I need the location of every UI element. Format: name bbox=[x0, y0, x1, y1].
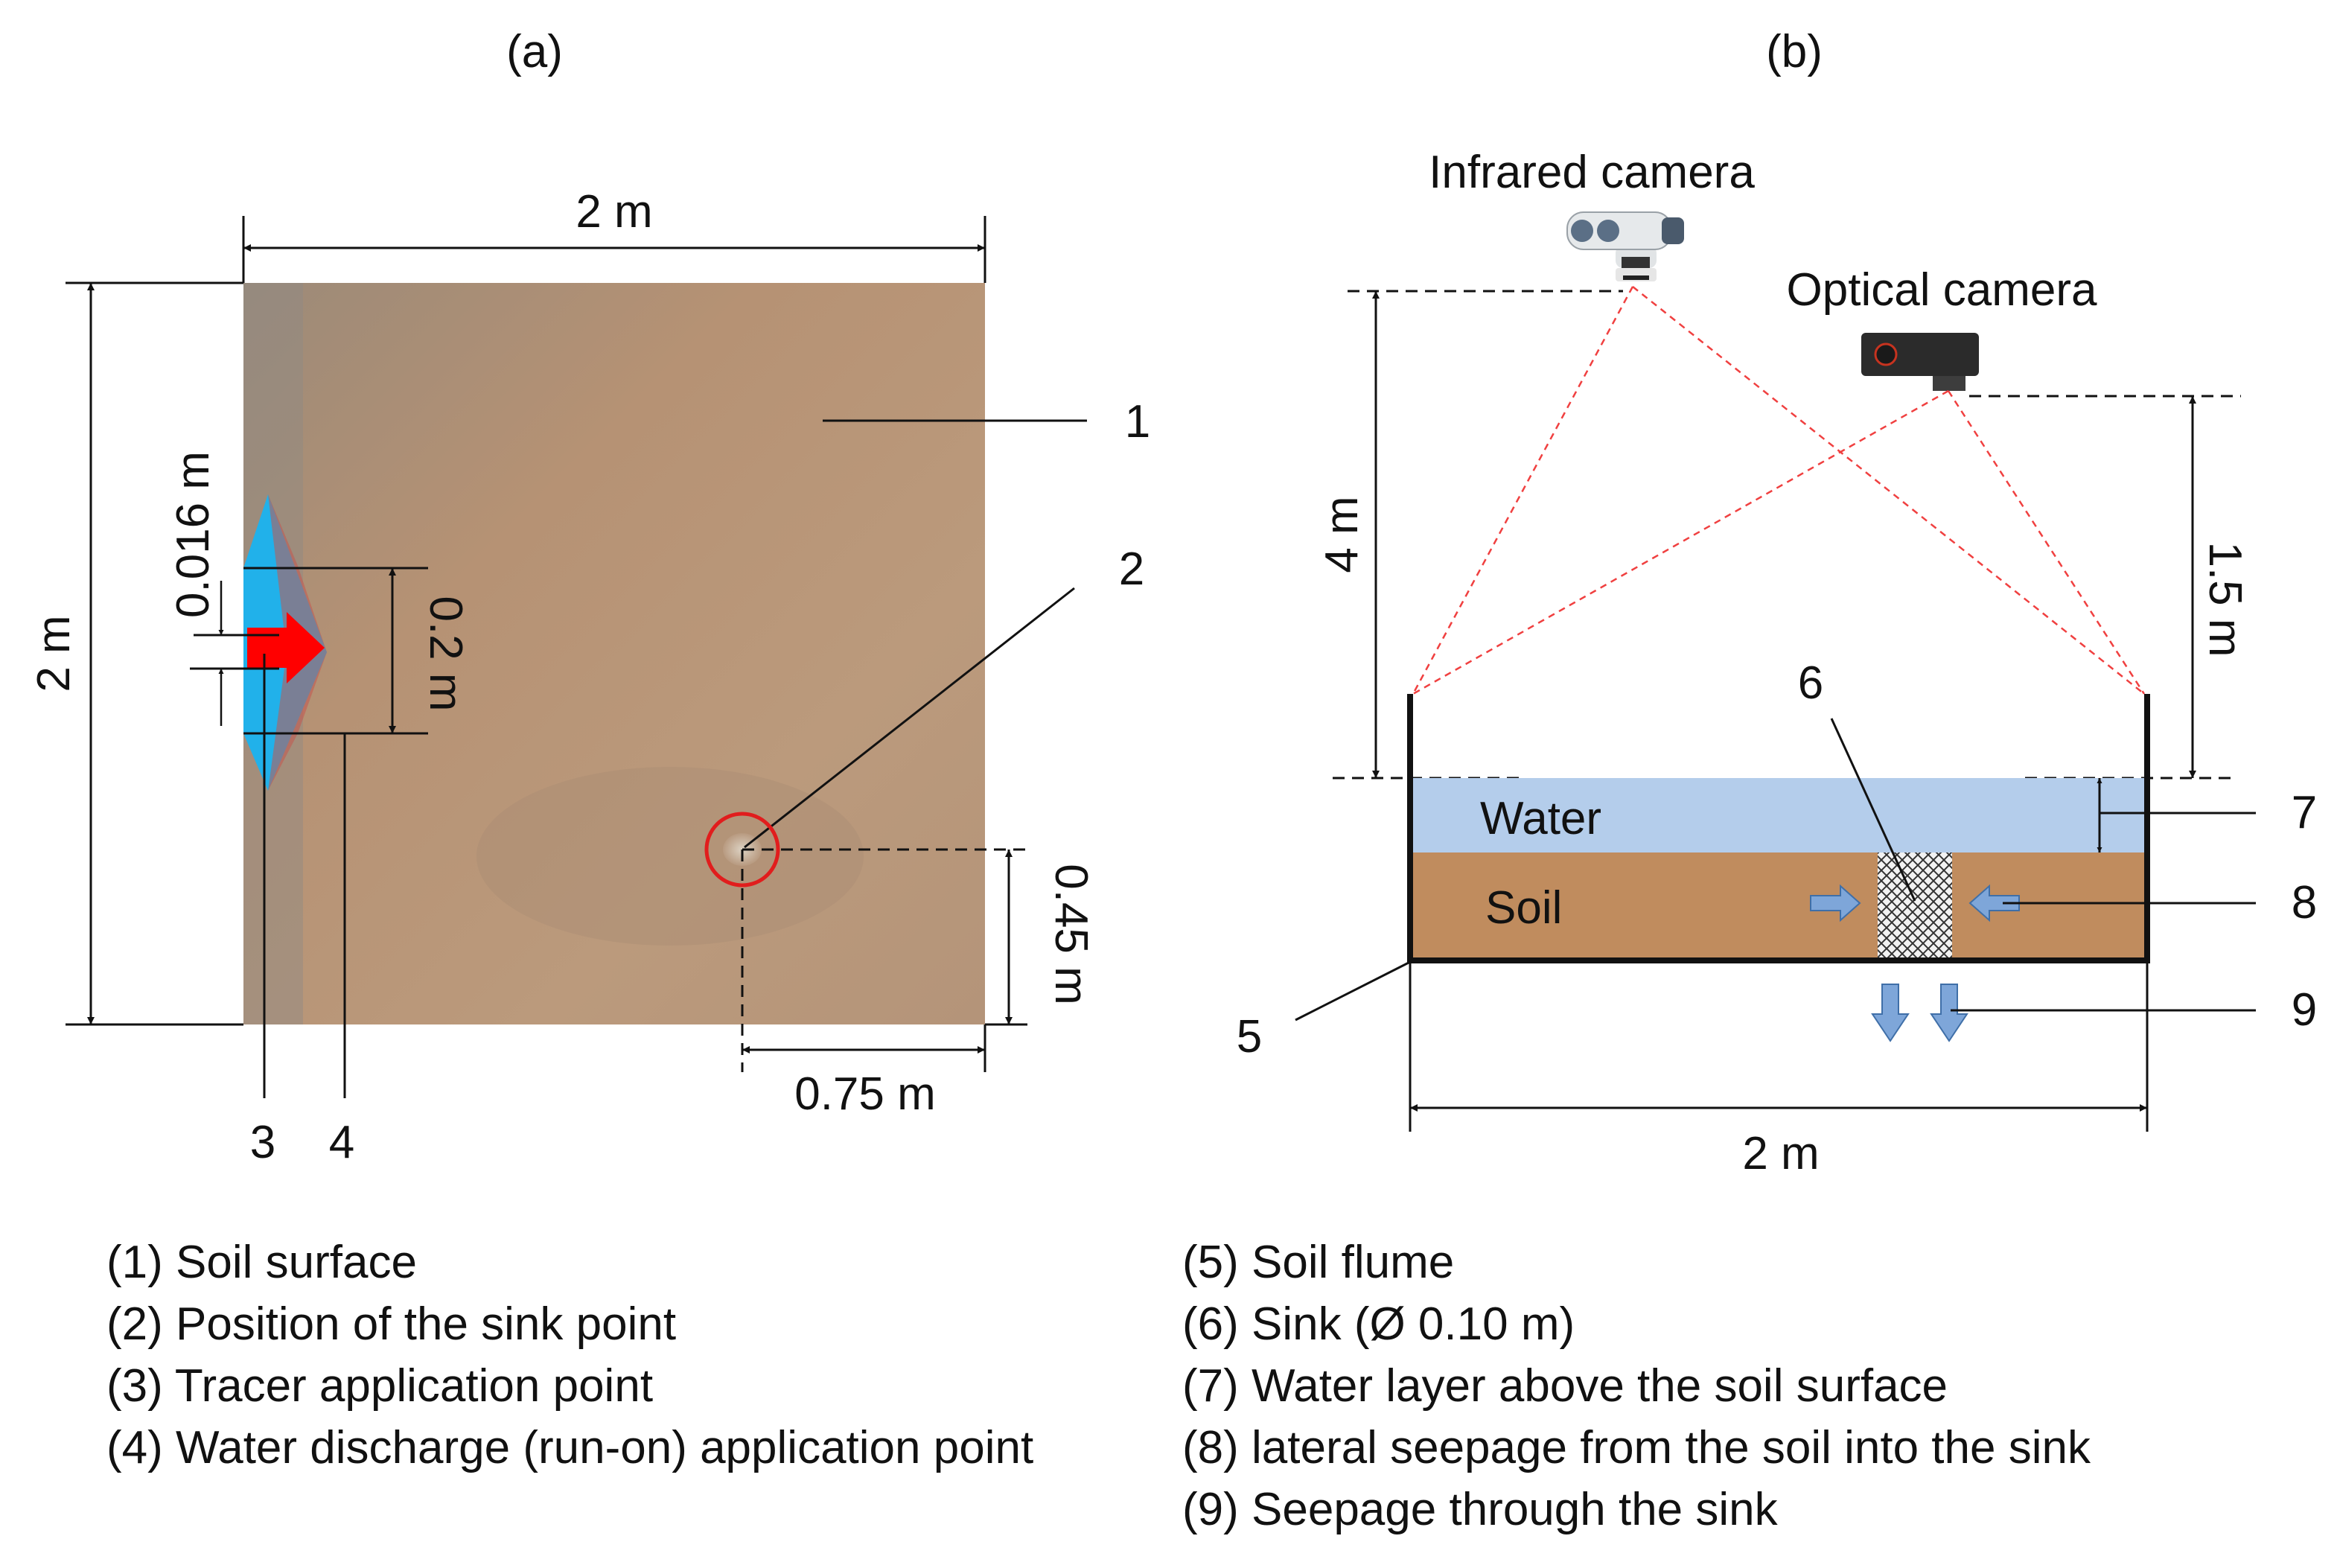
legend-item-1: (1) Soil surface bbox=[106, 1237, 417, 1288]
legend-right: (5) Soil flume (6) Sink (Ø 0.10 m) (7) W… bbox=[1182, 1231, 2091, 1540]
callout-6-line bbox=[1830, 718, 1916, 902]
sink-mesh bbox=[1878, 852, 1952, 960]
legend-item-3: (3) Tracer application point bbox=[106, 1360, 654, 1412]
height-dim-label: 2 m bbox=[28, 615, 80, 692]
optical-height-label: 1.5 m bbox=[2199, 541, 2251, 657]
panel-a-label: (a) bbox=[506, 26, 563, 77]
water-layer bbox=[1413, 778, 2144, 852]
callout-6: 6 bbox=[1798, 657, 1823, 709]
soil-flume bbox=[1407, 694, 2150, 963]
optical-camera-icon bbox=[1861, 333, 1979, 391]
soil-layer bbox=[1413, 852, 2144, 960]
legend-item-5: (5) Soil flume bbox=[1182, 1237, 1455, 1288]
sink-point-circle bbox=[704, 812, 780, 887]
tracer-arrow bbox=[247, 612, 325, 683]
legend-item-4: (4) Water discharge (run-on) application… bbox=[106, 1422, 1034, 1473]
ir-height-label: 4 m bbox=[1316, 496, 1368, 573]
panel-a: (a) 2 m 2 m 0.016 m 0.2 m bbox=[28, 26, 1150, 1168]
soil-surface-photo bbox=[243, 283, 985, 1024]
infrared-camera-icon bbox=[1566, 211, 1684, 281]
seepage-arrow-down-left bbox=[1871, 984, 1910, 1042]
callout-9: 9 bbox=[2292, 984, 2317, 1036]
camera-fov-lines bbox=[1412, 286, 2146, 695]
legend-item-7: (7) Water layer above the soil surface bbox=[1182, 1360, 1948, 1412]
soil-dark-patch bbox=[476, 767, 864, 946]
sink-x-dim-label: 0.75 m bbox=[794, 1068, 936, 1120]
panel-b: (b) Infrared camera Optical camera bbox=[1237, 26, 2317, 1179]
callout-5: 5 bbox=[1237, 1011, 1262, 1062]
infrared-camera-label: Infrared camera bbox=[1429, 147, 1755, 198]
optical-camera-label: Optical camera bbox=[1787, 264, 2097, 316]
flume-width-label: 2 m bbox=[1742, 1128, 1819, 1179]
water-label: Water bbox=[1480, 793, 1601, 844]
legend-item-8: (8) lateral seepage from the soil into t… bbox=[1182, 1422, 2091, 1473]
legend-item-6: (6) Sink (Ø 0.10 m) bbox=[1182, 1298, 1575, 1350]
lateral-seepage-arrow-left bbox=[1810, 884, 1861, 922]
width-dim-label: 2 m bbox=[576, 186, 652, 238]
callout-5-line bbox=[1295, 960, 1411, 1022]
callout-3: 3 bbox=[250, 1117, 275, 1168]
seepage-arrow-down-right bbox=[1930, 984, 1968, 1042]
sink-y-dim-label: 0.45 m bbox=[1045, 864, 1097, 1005]
run-on-dim-label: 0.2 m bbox=[420, 596, 471, 711]
callout-7: 7 bbox=[2292, 787, 2317, 838]
callout-1: 1 bbox=[1125, 396, 1150, 447]
callout-8: 8 bbox=[2292, 877, 2317, 928]
inlet-dim-label: 0.016 m bbox=[168, 451, 219, 618]
panel-b-label: (b) bbox=[1766, 26, 1823, 77]
legend-left: (1) Soil surface (2) Position of the sin… bbox=[106, 1231, 1033, 1479]
legend-item-2: (2) Position of the sink point bbox=[106, 1298, 677, 1350]
lateral-seepage-arrow-right bbox=[1968, 884, 2020, 922]
legend-item-9: (9) Seepage through the sink bbox=[1182, 1484, 1778, 1535]
callout-2-line bbox=[744, 587, 1075, 849]
callout-2: 2 bbox=[1119, 544, 1144, 595]
soil-label: Soil bbox=[1485, 882, 1562, 934]
callout-4: 4 bbox=[329, 1117, 354, 1168]
